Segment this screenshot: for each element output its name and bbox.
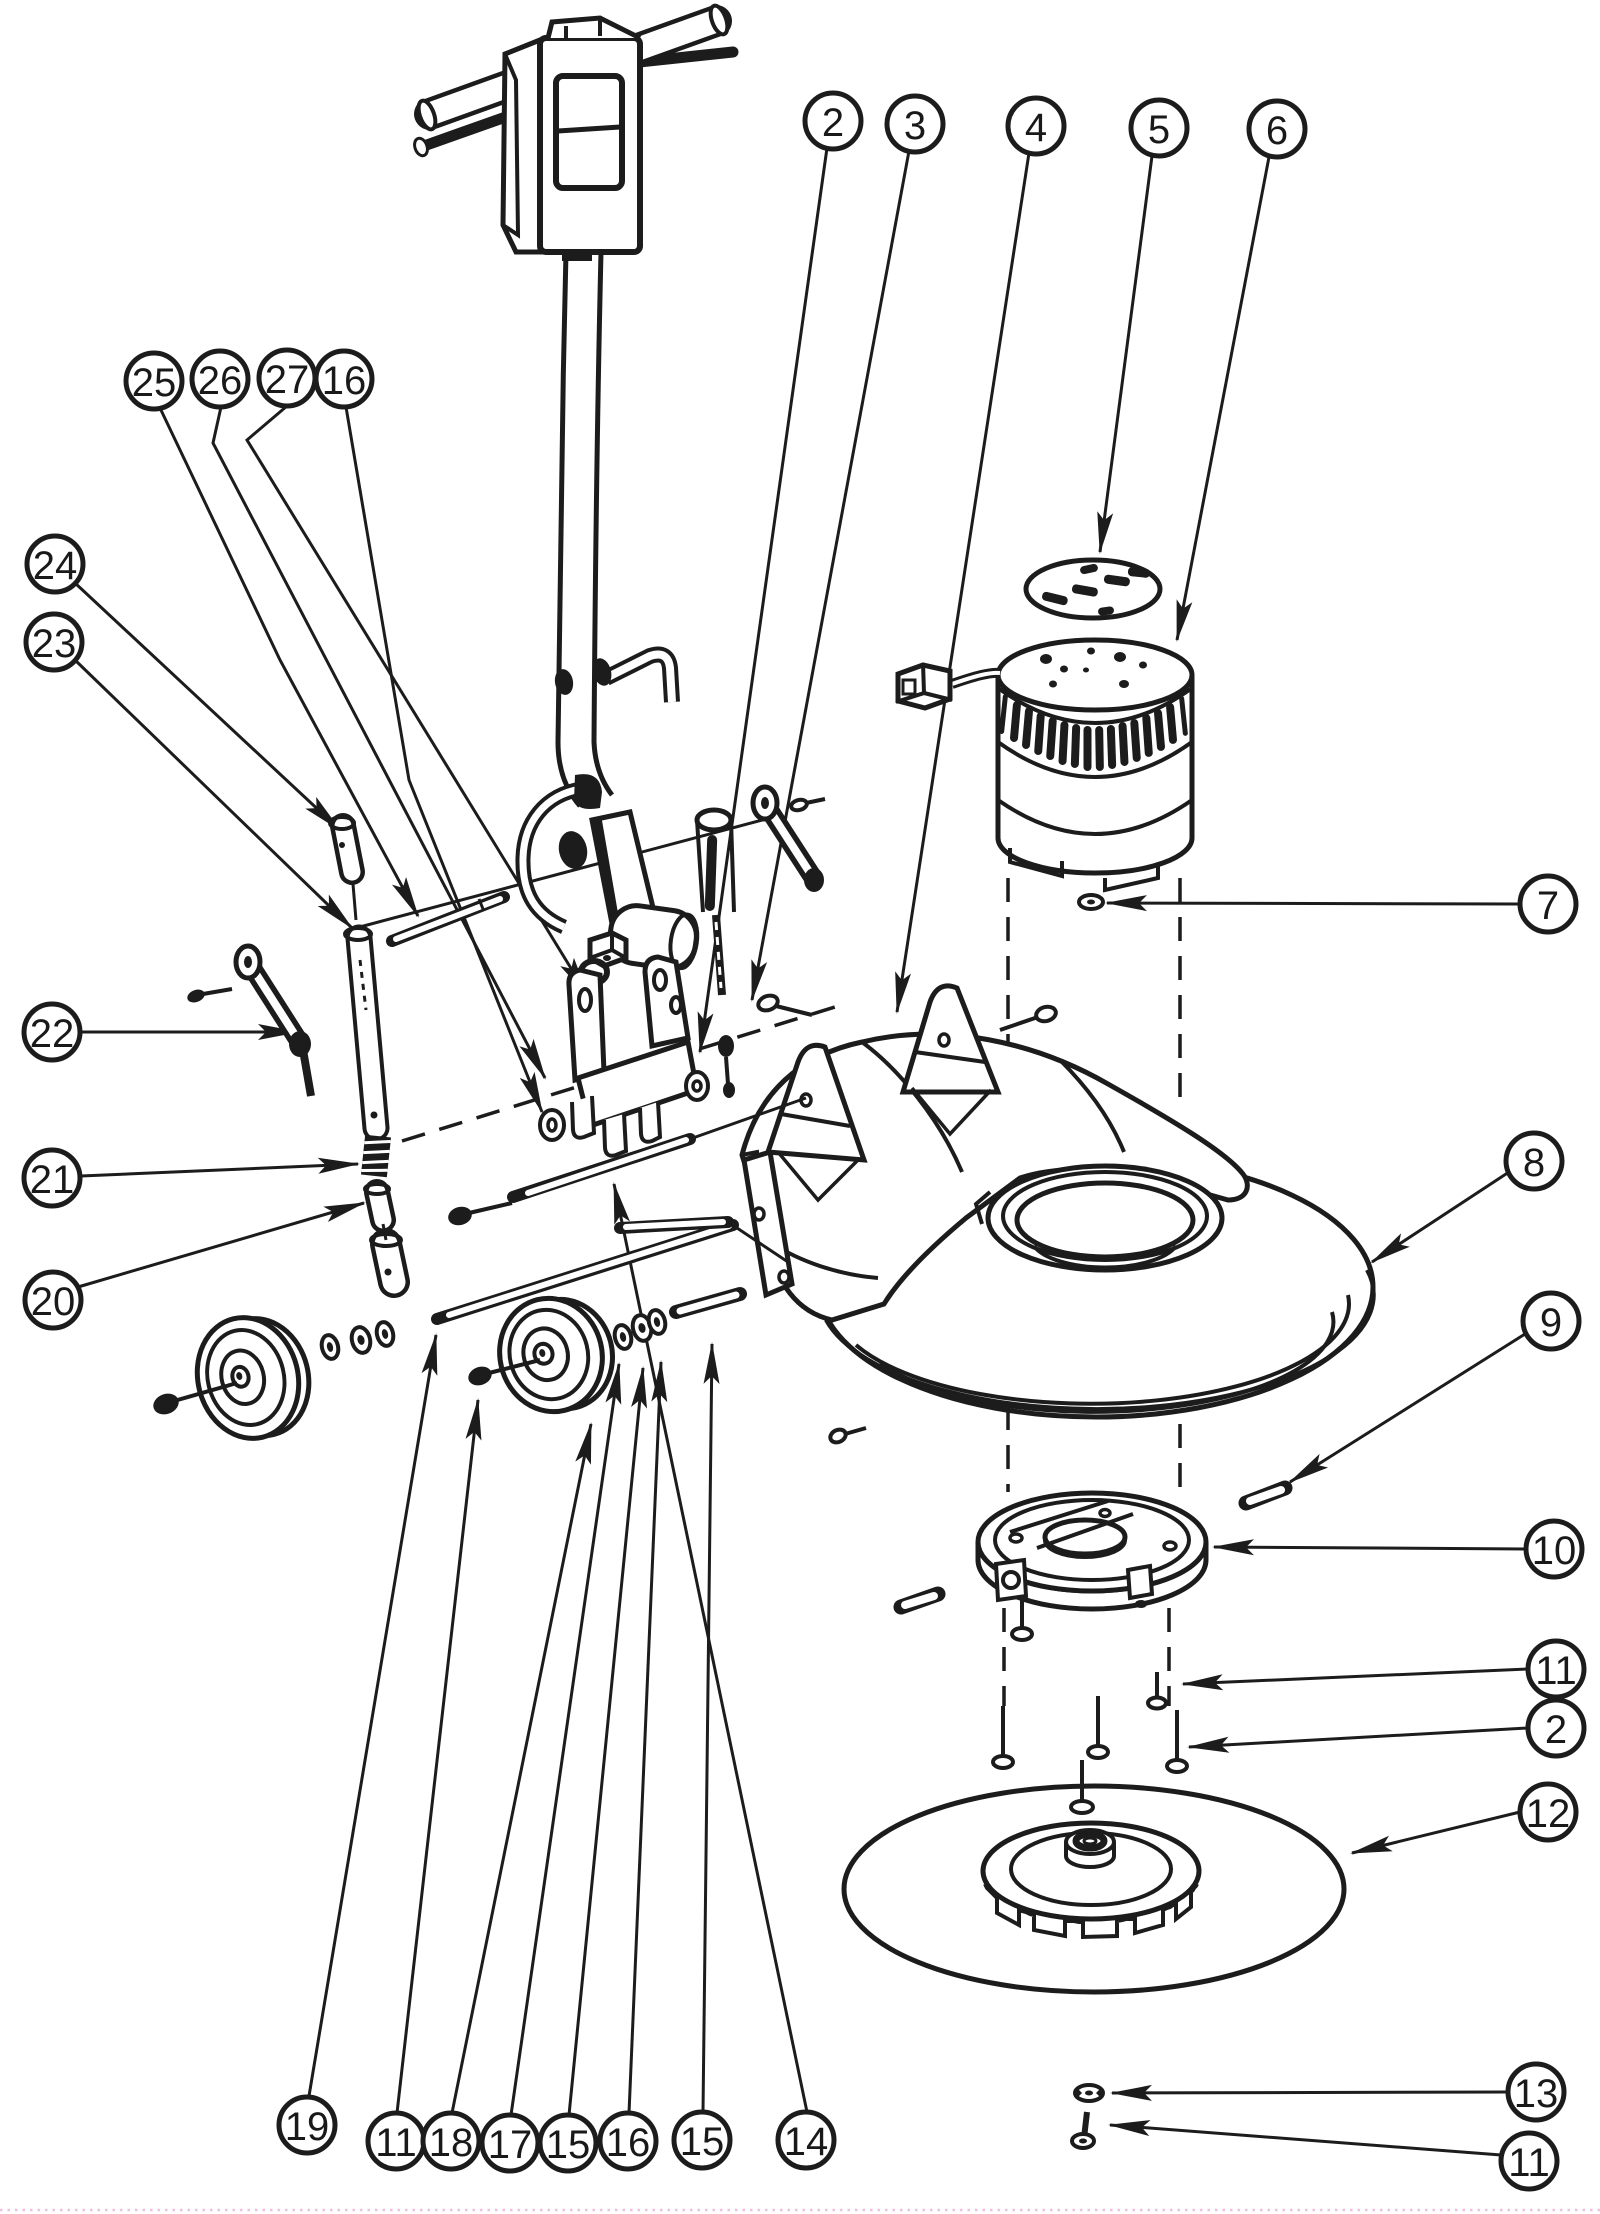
- svg-text:26: 26: [198, 359, 243, 403]
- svg-text:11: 11: [1535, 1649, 1577, 1693]
- svg-text:14: 14: [784, 2120, 829, 2164]
- svg-text:2: 2: [1545, 1708, 1567, 1752]
- svg-text:7: 7: [1537, 884, 1559, 928]
- svg-text:4: 4: [1025, 106, 1047, 150]
- svg-text:3: 3: [904, 104, 926, 148]
- svg-text:24: 24: [33, 544, 78, 588]
- svg-text:23: 23: [32, 622, 77, 666]
- svg-text:15: 15: [680, 2120, 725, 2164]
- svg-text:12: 12: [1526, 1792, 1571, 1836]
- svg-text:21: 21: [30, 1158, 75, 1202]
- svg-text:20: 20: [31, 1280, 76, 1324]
- svg-text:19: 19: [285, 2105, 330, 2149]
- svg-text:9: 9: [1540, 1301, 1562, 1345]
- svg-text:10: 10: [1532, 1529, 1577, 1573]
- svg-text:16: 16: [322, 359, 367, 403]
- svg-text:16: 16: [606, 2121, 651, 2165]
- svg-text:5: 5: [1148, 108, 1170, 152]
- svg-text:2: 2: [822, 101, 844, 145]
- svg-text:8: 8: [1523, 1141, 1545, 1185]
- svg-text:11: 11: [1508, 2141, 1550, 2185]
- svg-text:22: 22: [30, 1012, 75, 1056]
- svg-text:15: 15: [546, 2123, 591, 2167]
- svg-text:17: 17: [488, 2123, 533, 2167]
- svg-text:11: 11: [375, 2121, 417, 2165]
- svg-text:27: 27: [265, 358, 310, 402]
- svg-text:18: 18: [429, 2121, 474, 2165]
- svg-text:13: 13: [1514, 2072, 1559, 2116]
- svg-text:6: 6: [1266, 109, 1288, 153]
- svg-text:25: 25: [132, 361, 177, 405]
